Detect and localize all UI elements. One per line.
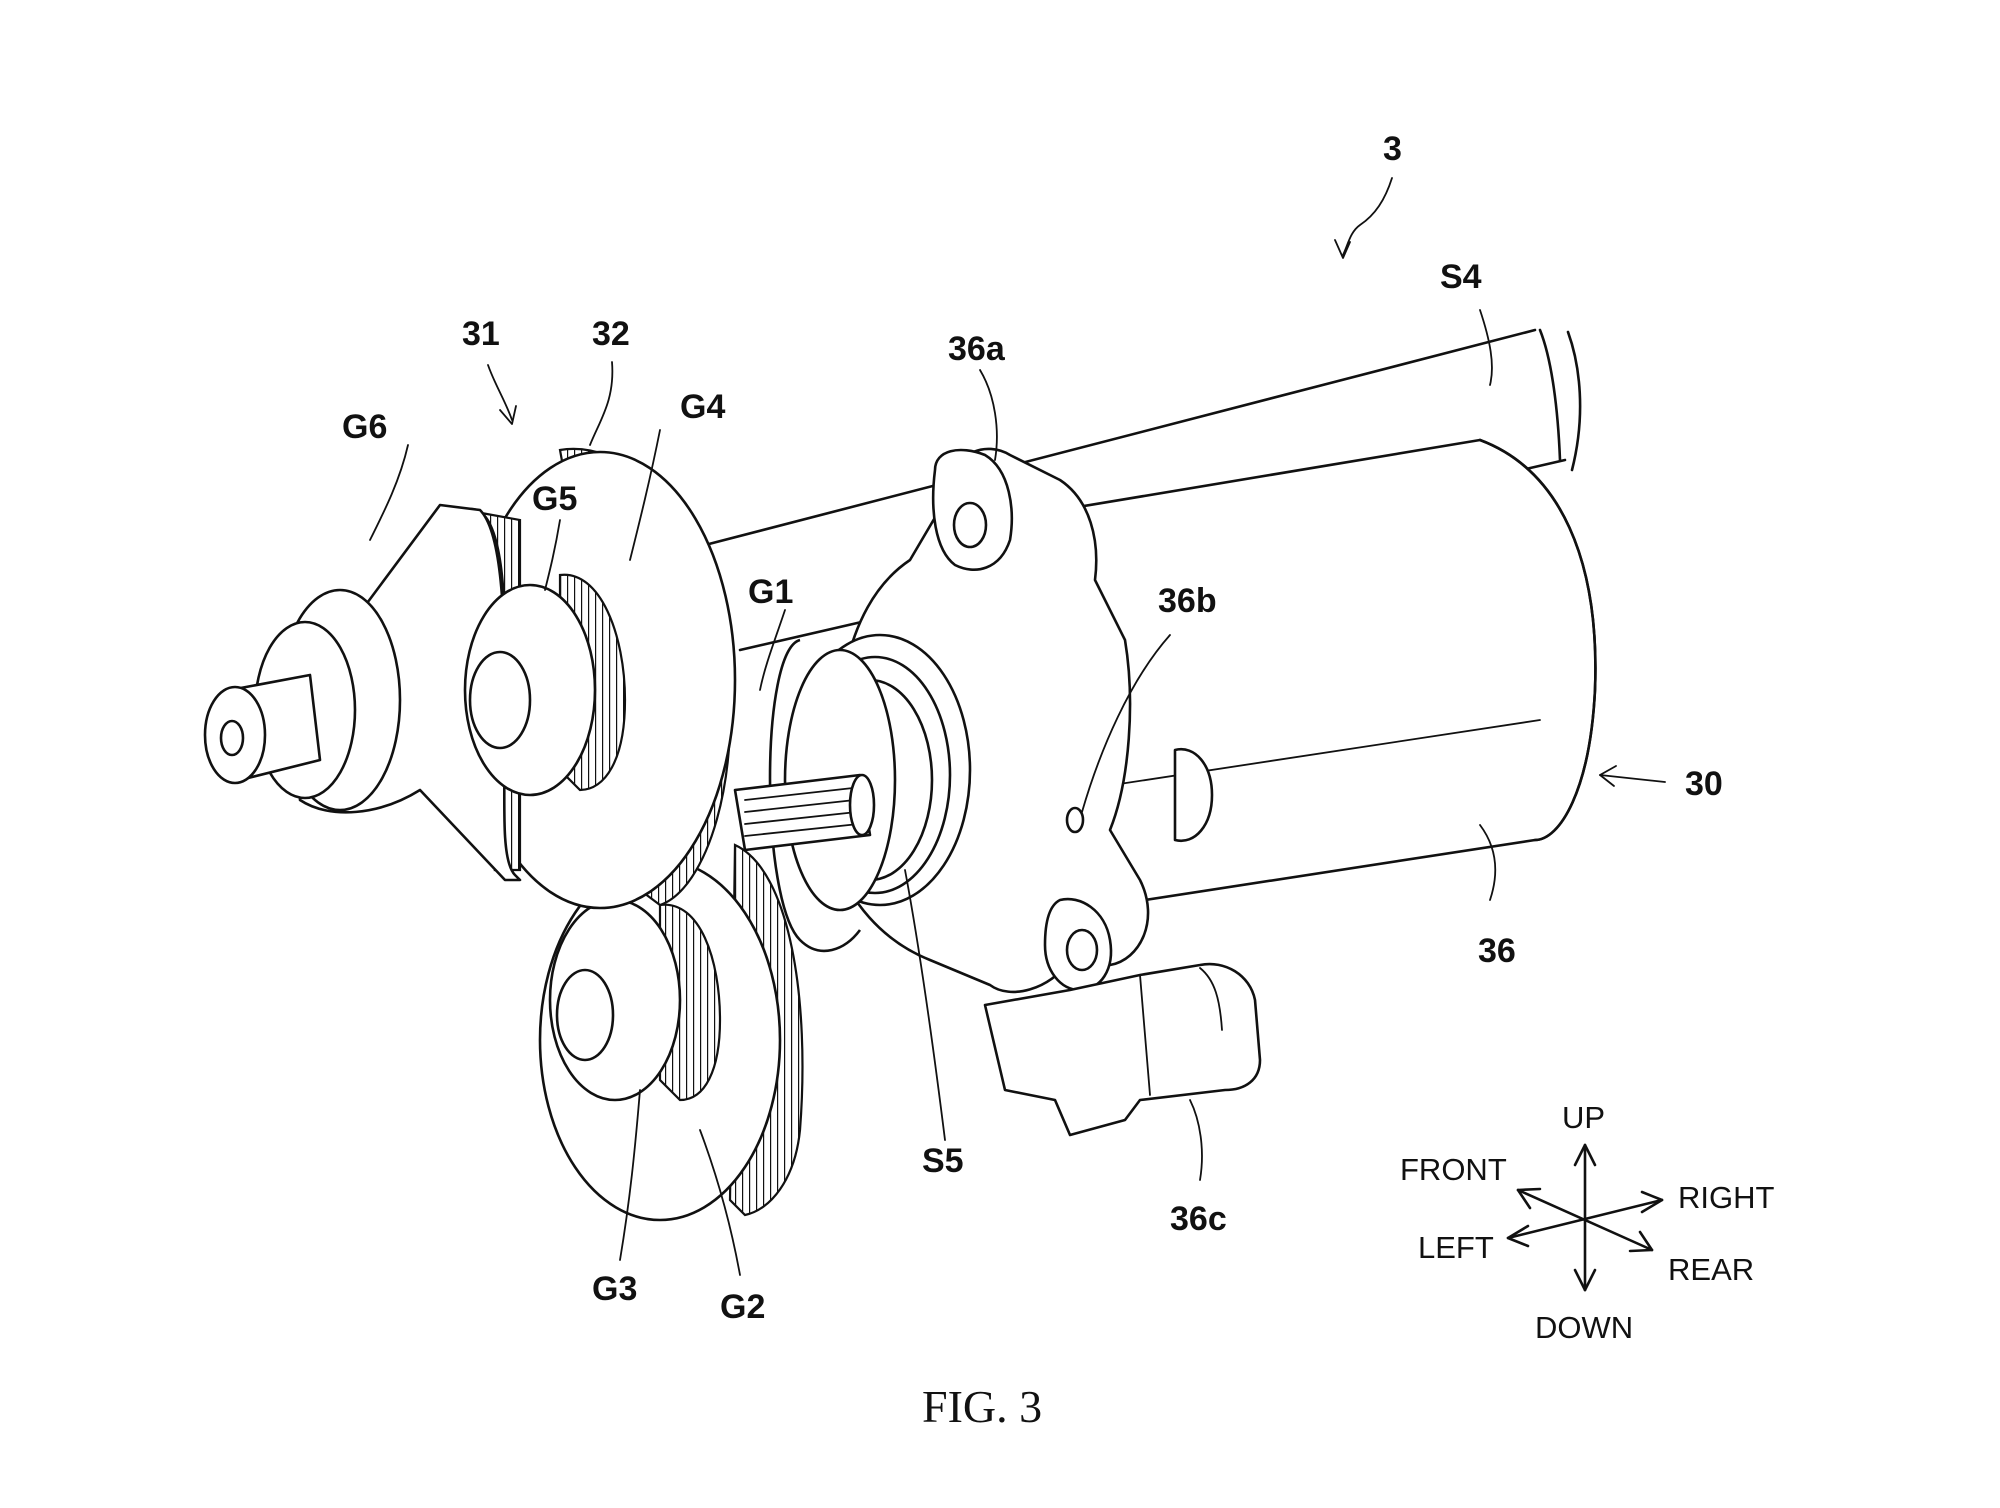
leader-lines [369,177,1666,1276]
label-31: 31 [462,315,500,353]
label-32: 32 [592,315,630,353]
motor-flange [768,447,1150,994]
label-36: 36 [1478,932,1516,970]
direction-right: RIGHT [1678,1180,1775,1215]
direction-front: FRONT [1400,1152,1507,1187]
label-36b: 36b [1158,582,1217,620]
label-36c: 36c [1170,1200,1227,1238]
label-s4: S4 [1440,258,1482,296]
figure-caption: FIG. 3 [922,1381,1042,1432]
direction-rear: REAR [1668,1252,1754,1287]
label-g6: G6 [342,408,387,446]
label-g3: G3 [592,1270,637,1308]
gear-g5 [463,573,627,797]
label-g5: G5 [532,480,577,518]
label-g1: G1 [748,573,793,611]
output-shaft [203,588,402,812]
direction-down: DOWN [1535,1310,1633,1345]
connector-36c [983,962,1262,1137]
direction-up: UP [1562,1100,1605,1135]
label-g2: G2 [720,1288,765,1326]
label-30: 30 [1685,765,1723,803]
label-36a: 36a [948,330,1006,368]
label-g4: G4 [680,388,725,426]
label-3: 3 [1383,130,1402,168]
gear-g3 [548,898,722,1102]
direction-compass [1506,1143,1664,1292]
direction-left: LEFT [1418,1230,1494,1265]
shaft-s5 [733,773,876,852]
motor-30 [998,438,1597,912]
label-s5: S5 [922,1142,964,1180]
